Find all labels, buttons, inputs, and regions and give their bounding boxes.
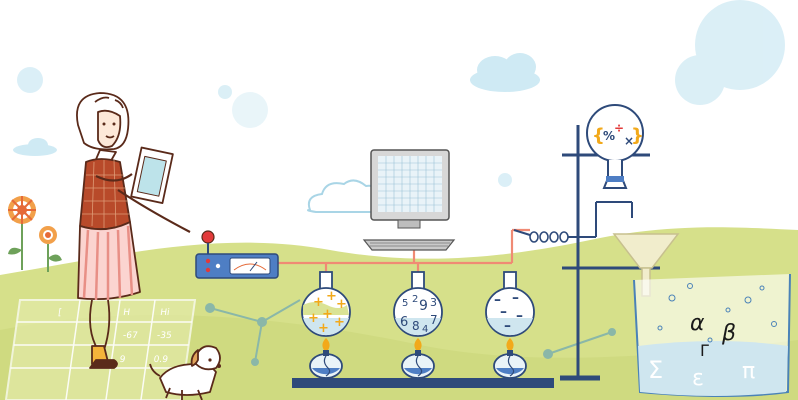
- flask-glyph: 2: [412, 294, 418, 305]
- flask-glyph: 7: [430, 313, 438, 327]
- sky-bubbles: [17, 0, 785, 187]
- flask-minus: – – – – –: [485, 271, 535, 337]
- flask-numbers: 5 2 9 3 6 8 4 7: [393, 271, 443, 337]
- flask-glyph: –: [512, 290, 519, 306]
- meter-device: [195, 230, 279, 279]
- flask-glyph: +: [326, 289, 337, 304]
- beaker: α β Γ Σ ε π: [633, 273, 791, 397]
- beaker-glyph: α: [690, 311, 705, 336]
- flask-glyph: –: [494, 292, 501, 308]
- molecule-lines: [205, 299, 616, 366]
- flower-left: [8, 196, 62, 272]
- flask-glyph: 4: [422, 324, 428, 335]
- ring-stand: [513, 125, 660, 381]
- burners: [309, 338, 527, 379]
- flask-glyph: +: [313, 295, 324, 310]
- sheet-cell: -67: [122, 331, 138, 341]
- sheet-cell: H: [122, 308, 130, 318]
- flask-glyph: –: [516, 308, 523, 324]
- beaker-glyph: Γ: [700, 341, 709, 360]
- top-flask: { % ÷ × }: [586, 104, 644, 189]
- flask-glyph: 5: [402, 298, 408, 309]
- flask-glyph: 8: [412, 319, 420, 333]
- dog: [149, 345, 221, 400]
- sheet-cell: [: [57, 308, 62, 318]
- sheet-cell: -35: [156, 331, 172, 341]
- lab-bench: [292, 378, 554, 388]
- top-flask-glyph: ×: [624, 134, 634, 148]
- beaker-glyph: β: [721, 321, 736, 346]
- computer: [362, 149, 456, 251]
- flask-glyph: +: [322, 307, 333, 322]
- flask-glyph: 9: [419, 298, 428, 314]
- flask-glyph: –: [500, 304, 507, 320]
- cloud-small-left: [13, 138, 57, 156]
- beaker-glyph: ε: [692, 366, 704, 391]
- sheet-cell: 9: [119, 355, 126, 365]
- flask-glyph: +: [336, 297, 347, 312]
- sheet-cell: Hi: [159, 308, 170, 318]
- flask-glyph: +: [318, 321, 329, 336]
- sheet-cell: 0.9: [153, 355, 169, 365]
- scientist-figure: [76, 92, 191, 369]
- flask-glyph: 6: [400, 315, 408, 330]
- flask-glyph: –: [504, 318, 511, 334]
- flask-glyph: +: [334, 315, 345, 330]
- flask-glyph: 3: [430, 296, 437, 309]
- beaker-glyph: π: [742, 359, 755, 384]
- flask-glyph: +: [308, 311, 319, 326]
- flask-plus: + + + + + + +: [301, 271, 351, 337]
- top-flask-glyph: %: [603, 129, 615, 143]
- cloud-behind-computer: [307, 179, 383, 213]
- beaker-glyph: Σ: [648, 356, 663, 384]
- top-flask-glyph: }: [631, 125, 644, 146]
- top-flask-glyph: ÷: [614, 121, 624, 135]
- top-flask-glyph: {: [592, 125, 605, 146]
- cloud-top-right: [470, 53, 540, 92]
